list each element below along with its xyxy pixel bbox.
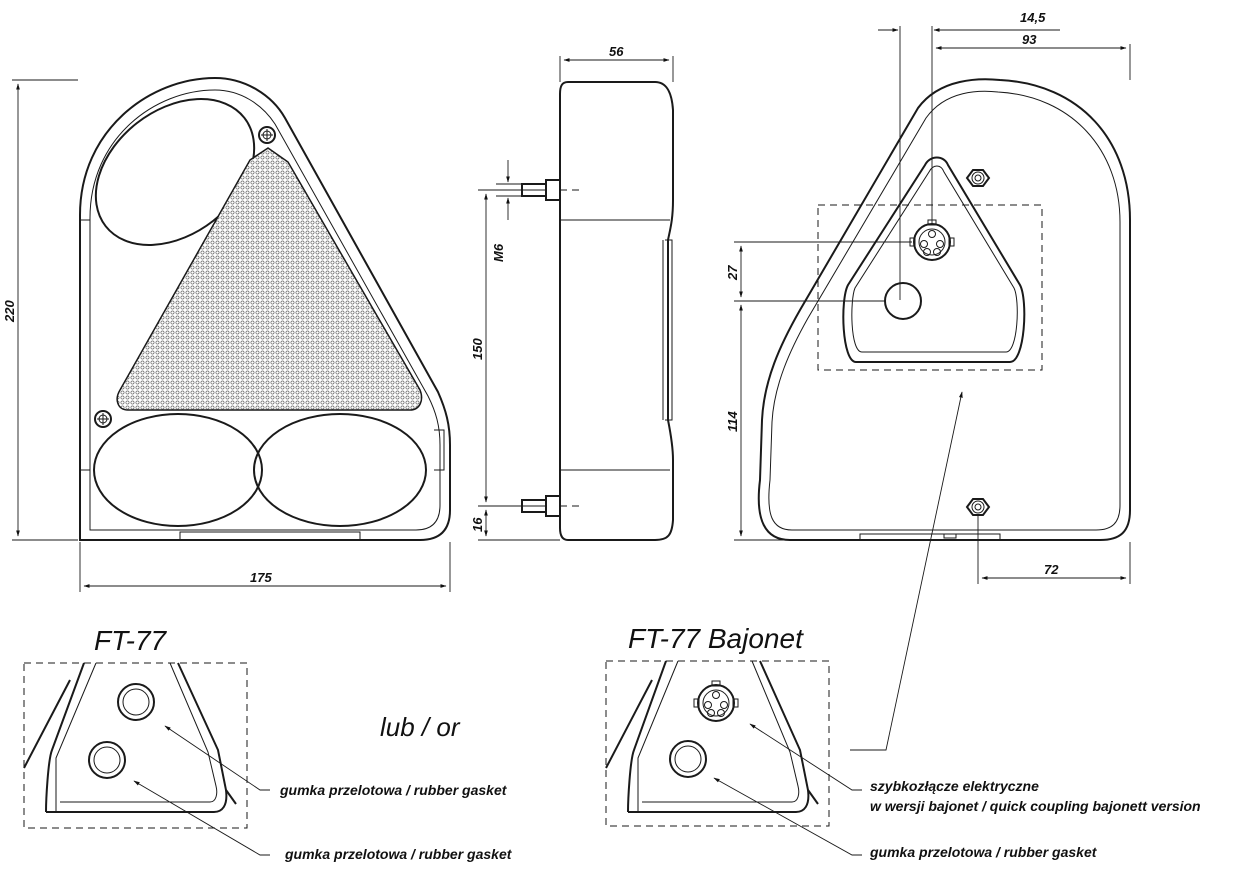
or-label: lub / or (380, 712, 461, 742)
dim-93: 93 (1022, 32, 1037, 47)
dim-16: 16 (470, 517, 485, 532)
rear-inner-triangle (842, 156, 1026, 363)
lower-lens-left (93, 413, 263, 527)
title-ft77: FT-77 (94, 625, 168, 656)
detail-box-bajonet (605, 660, 830, 827)
nut-bottom (965, 498, 991, 516)
note-gasket-3: gumka przelotowa / rubber gasket (869, 844, 1098, 860)
dim-27: 27 (725, 265, 740, 281)
bolt-top (521, 179, 561, 201)
rear-housing-inner (768, 90, 1121, 531)
dim-220: 220 (2, 300, 17, 323)
note-coupling-line1: szybkozłącze elektryczne (870, 778, 1039, 794)
connector-bajonet-rear (909, 219, 955, 261)
dim-175: 175 (250, 570, 272, 585)
dim-72: 72 (1044, 562, 1059, 577)
front-view: 220 175 (2, 76, 451, 592)
detail-box-ft77 (23, 662, 248, 829)
detail-ft77: FT-77 gumka przelotowa / rubber gasket g… (23, 625, 513, 862)
rear-view: 14,5 93 27 114 72 (725, 10, 1131, 751)
front-side-lip (434, 429, 445, 471)
note-coupling-line2: w wersji bajonet / quick coupling bajone… (870, 798, 1201, 814)
title-ft77-bajonet: FT-77 Bajonet (628, 623, 804, 654)
ft77-gasket-lower (88, 741, 126, 779)
screw-left (94, 410, 112, 428)
dim-14-5: 14,5 (1020, 10, 1046, 25)
reflector-triangle (116, 147, 423, 411)
front-housing-inner (89, 89, 441, 531)
upper-lens (94, 98, 256, 246)
rear-bottom-tab (859, 533, 1001, 540)
front-bottom-lip (179, 531, 361, 540)
dim-m6: M6 (491, 243, 506, 262)
dim-56: 56 (609, 44, 624, 59)
ft77-gasket-upper (117, 683, 155, 721)
note-gasket-2: gumka przelotowa / rubber gasket (284, 846, 513, 862)
rear-detail-box (817, 204, 1043, 371)
bajonet-gasket (669, 740, 707, 778)
note-gasket-1: gumka przelotowa / rubber gasket (279, 782, 508, 798)
nut-top (965, 169, 991, 187)
rear-housing-outer (757, 78, 1131, 541)
side-view: 56 M6 150 16 (470, 44, 674, 541)
rear-gasket-hole (884, 282, 922, 320)
dim-114: 114 (725, 411, 740, 432)
detail-ft77-bajonet: FT-77 Bajonet szybkozłącze elektryczne w… (605, 623, 1201, 860)
bolt-bottom (521, 495, 561, 517)
screw-top (258, 126, 276, 144)
lower-lens-right (253, 413, 427, 527)
front-housing-outer (79, 76, 451, 541)
side-body (559, 81, 674, 541)
dim-150: 150 (470, 338, 485, 360)
detail-leader (850, 391, 963, 751)
front-left-lip (80, 219, 91, 471)
bajonet-connector-detail (693, 680, 739, 722)
